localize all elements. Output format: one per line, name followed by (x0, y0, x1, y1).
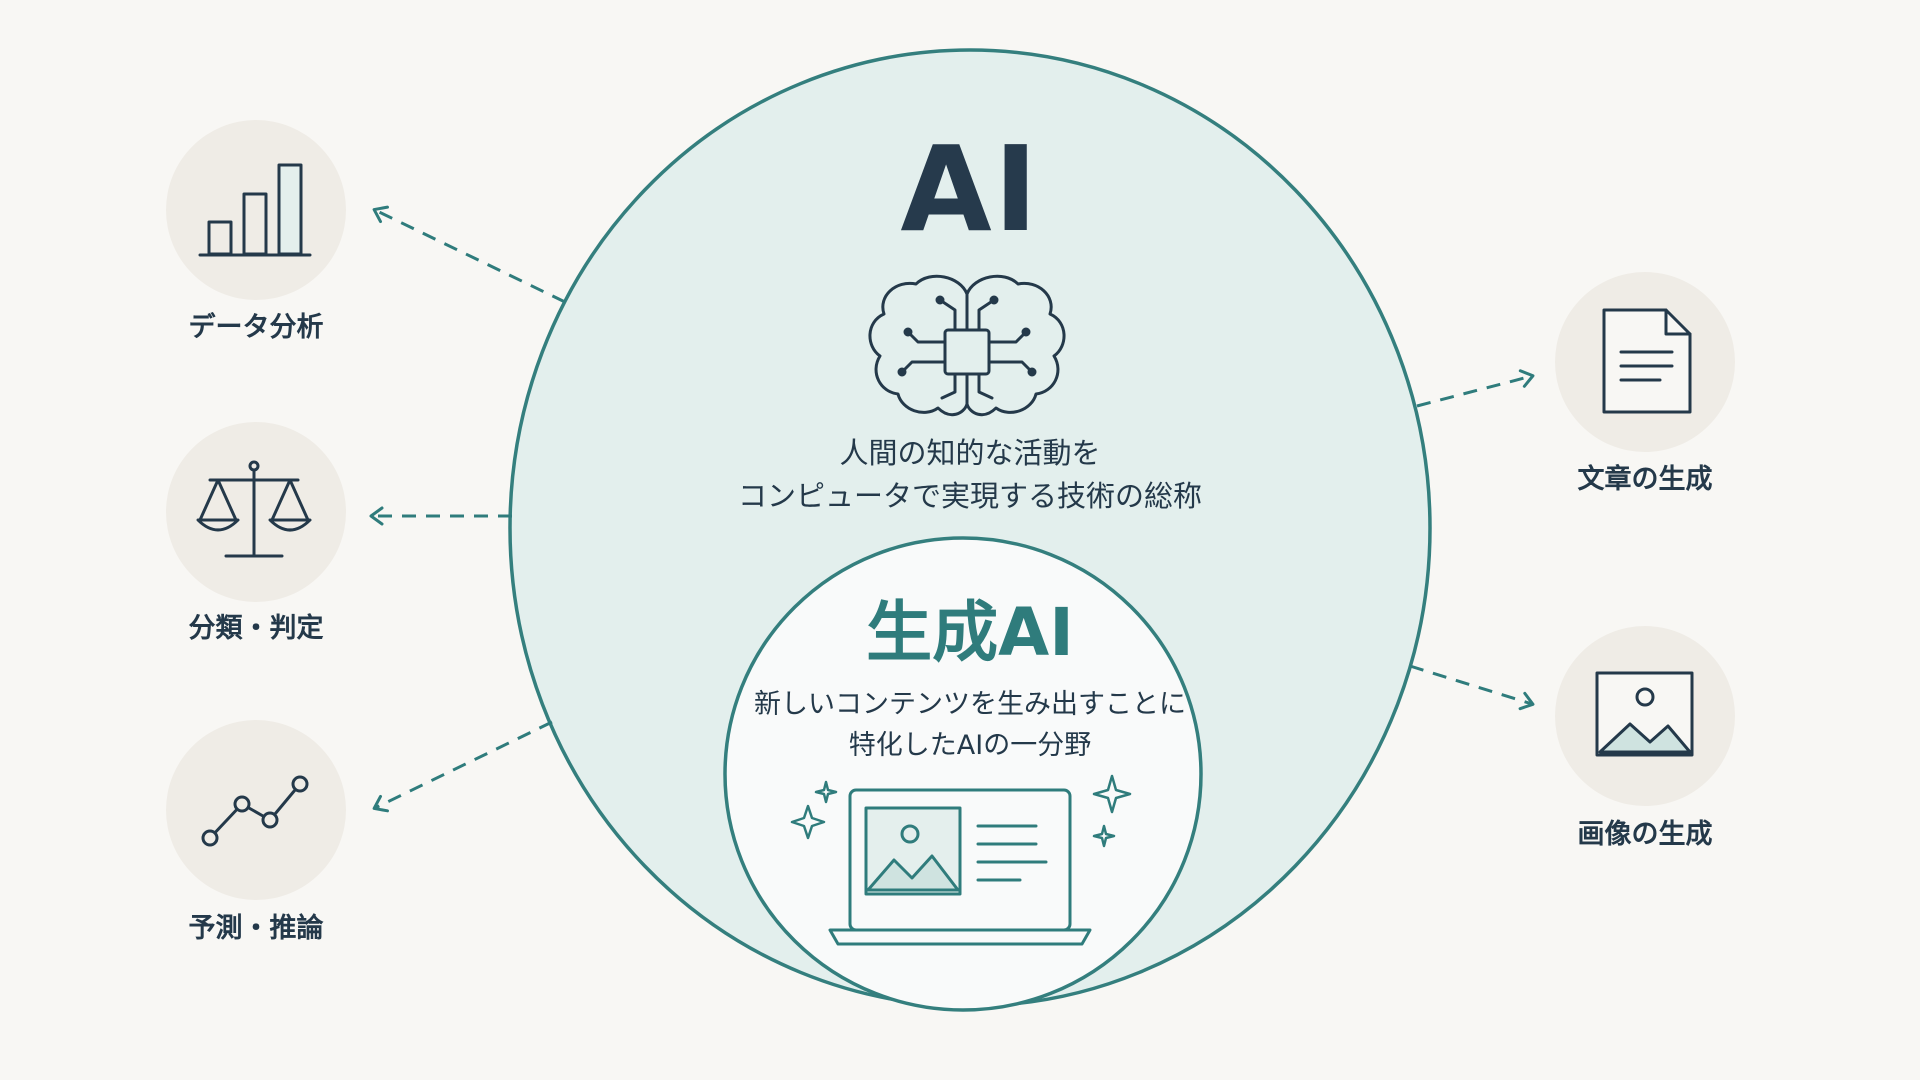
ai-description-line-1: 人間の知的な活動を (839, 436, 1101, 470)
document-icon (1602, 308, 1692, 414)
generative-ai-description-line-2: 特化したAIの一分野 (848, 730, 1092, 761)
classification-icon-bg (166, 422, 346, 602)
laptop-image-sparkles-icon (790, 774, 1132, 946)
balance-scale-icon (196, 460, 312, 558)
data-analysis-icon-bg (166, 120, 346, 300)
label-data-analysis: データ分析 (188, 312, 324, 343)
label-text-generation: 文章の生成 (1577, 464, 1713, 495)
prediction-icon-bg (166, 720, 346, 900)
bar-chart-icon (198, 163, 312, 257)
generative-ai-description: 新しいコンテンツを生み出すことに 特化したAIの一分野 (660, 684, 1280, 766)
generative-ai-circle (723, 536, 1203, 1012)
arrow-to-prediction (372, 720, 553, 813)
line-graph-icon (201, 775, 309, 847)
arrow-to-data-analysis (372, 205, 566, 304)
label-image-generation: 画像の生成 (1577, 819, 1713, 850)
label-prediction: 予測・推論 (188, 913, 324, 944)
brain-circuit-icon (868, 274, 1066, 417)
ai-title: AI (900, 120, 1040, 258)
arrow-to-text-generation (1416, 369, 1535, 408)
ai-description-line-2: コンピュータで実現する技術の総称 (737, 479, 1202, 513)
generative-ai-description-line-1: 新しいコンテンツを生み出すことに (754, 689, 1186, 720)
label-classification: 分類・判定 (188, 613, 324, 644)
arrow-to-image-generation (1409, 664, 1535, 711)
generative-ai-title: 生成AI (866, 594, 1074, 671)
ai-description: 人間の知的な活動を コンピュータで実現する技術の総称 (560, 432, 1380, 518)
image-icon (1595, 671, 1694, 757)
